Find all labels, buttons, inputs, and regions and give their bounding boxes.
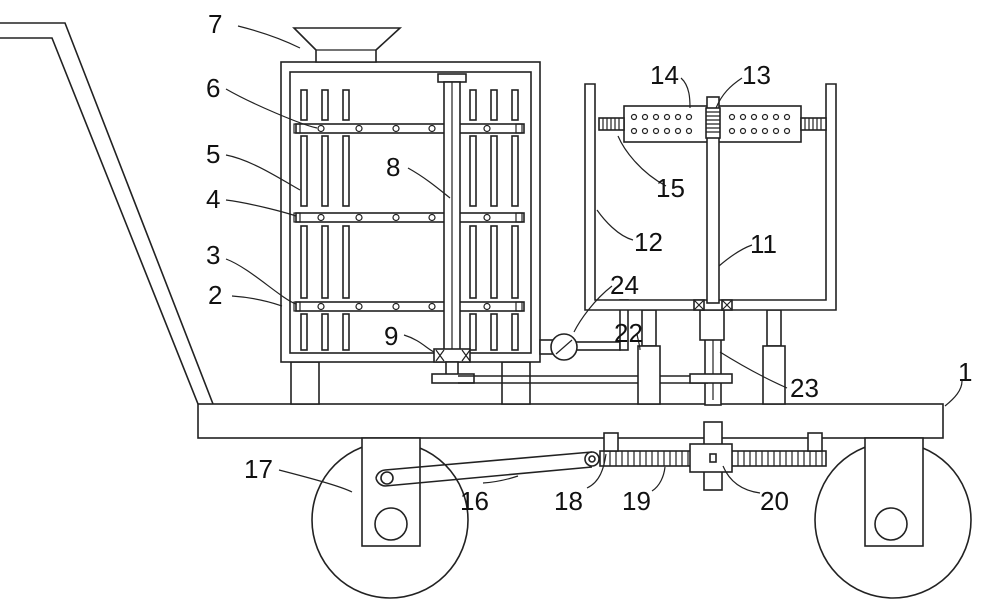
tank-support-columns bbox=[637, 309, 786, 405]
right-pulley bbox=[689, 373, 733, 384]
callout-20: 20 bbox=[760, 486, 789, 516]
leader-lines bbox=[225, 25, 963, 494]
callout-5: 5 bbox=[206, 139, 220, 169]
pinion-gear bbox=[689, 421, 733, 491]
callout-7: 7 bbox=[208, 9, 222, 39]
callout-15: 15 bbox=[656, 173, 685, 203]
callout-23: 23 bbox=[790, 373, 819, 403]
base-platform bbox=[197, 403, 944, 439]
connecting-rod bbox=[375, 451, 600, 487]
crushing-box bbox=[280, 61, 541, 363]
callout-9: 9 bbox=[384, 321, 398, 351]
screw-rods bbox=[598, 117, 827, 131]
callout-18: 18 bbox=[554, 486, 583, 516]
cart-handle bbox=[0, 22, 214, 405]
feed-hopper bbox=[292, 27, 403, 63]
callout-11: 11 bbox=[750, 229, 777, 259]
rotating-rod bbox=[705, 96, 721, 304]
rotating-bar-bottom bbox=[293, 301, 525, 312]
right-wheel bbox=[814, 437, 972, 599]
callout-24: 24 bbox=[610, 270, 639, 300]
stirring-tank bbox=[584, 83, 837, 311]
callout-8: 8 bbox=[386, 152, 400, 182]
callout-1: 1 bbox=[958, 357, 972, 387]
callout-22: 22 bbox=[614, 318, 643, 348]
callout-12: 12 bbox=[634, 227, 663, 257]
pump bbox=[550, 333, 578, 361]
tank-bearings bbox=[693, 299, 733, 311]
callout-16: 16 bbox=[460, 486, 489, 516]
callout-13: 13 bbox=[742, 60, 771, 90]
callout-3: 3 bbox=[206, 240, 220, 270]
central-rotating-shaft bbox=[437, 73, 467, 355]
crushing-blade-columns-left bbox=[300, 89, 350, 351]
left-bearing-pulley bbox=[431, 348, 475, 384]
callout-2: 2 bbox=[208, 280, 222, 310]
drive-belt bbox=[458, 375, 708, 384]
callout-14: 14 bbox=[650, 60, 679, 90]
left-wheel bbox=[311, 437, 469, 599]
callout-17: 17 bbox=[244, 454, 273, 484]
callout-6: 6 bbox=[206, 73, 220, 103]
rotating-bar-middle bbox=[293, 212, 525, 223]
rotating-bar-top bbox=[293, 123, 525, 134]
callout-4: 4 bbox=[206, 184, 220, 214]
callout-19: 19 bbox=[622, 486, 651, 516]
crushing-blade-columns-right bbox=[469, 89, 519, 351]
